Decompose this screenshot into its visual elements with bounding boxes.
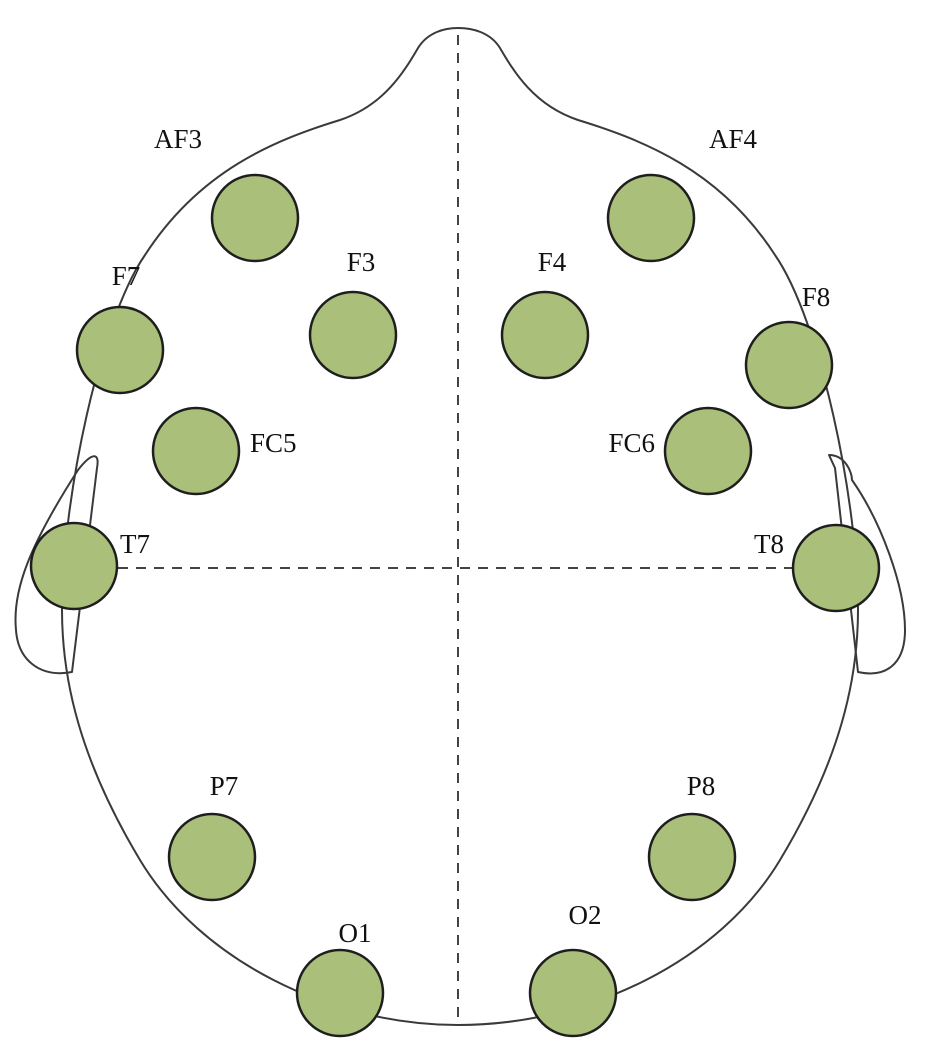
- electrode-p8: [647, 812, 737, 902]
- electrode-label-o1: O1: [339, 918, 372, 948]
- electrode-o2: [528, 948, 618, 1038]
- electrode-label-fc6: FC6: [608, 428, 655, 458]
- electrode-label-f3: F3: [347, 247, 376, 277]
- electrode-label-f4: F4: [538, 247, 567, 277]
- right-ear: [828, 454, 906, 675]
- electrode-fc6: [663, 406, 753, 496]
- electrode-t8: [791, 523, 881, 613]
- electrode-label-t8: T8: [754, 529, 784, 559]
- electrode-label-t7: T7: [120, 529, 150, 559]
- electrode-label-fc5: FC5: [250, 428, 297, 458]
- electrode-o1: [295, 948, 385, 1038]
- electrode-label-p8: P8: [687, 771, 716, 801]
- electrode-f4: [500, 290, 590, 380]
- electrode-af3: [210, 173, 300, 263]
- electrode-label-f8: F8: [802, 282, 831, 312]
- electrode-af4: [606, 173, 696, 263]
- electrode-label-p7: P7: [210, 771, 239, 801]
- electrode-f3: [308, 290, 398, 380]
- electrode-f7: [75, 305, 165, 395]
- electrode-label-f7: F7: [112, 261, 141, 291]
- electrode-fc5: [151, 406, 241, 496]
- electrode-label-af4: AF4: [709, 124, 758, 154]
- electrode-f8: [744, 320, 834, 410]
- electrode-p7: [167, 812, 257, 902]
- electrode-label-o2: O2: [569, 900, 602, 930]
- electrode-label-af3: AF3: [154, 124, 202, 154]
- head-outline: [61, 27, 859, 1026]
- electrode-t7: [29, 521, 119, 611]
